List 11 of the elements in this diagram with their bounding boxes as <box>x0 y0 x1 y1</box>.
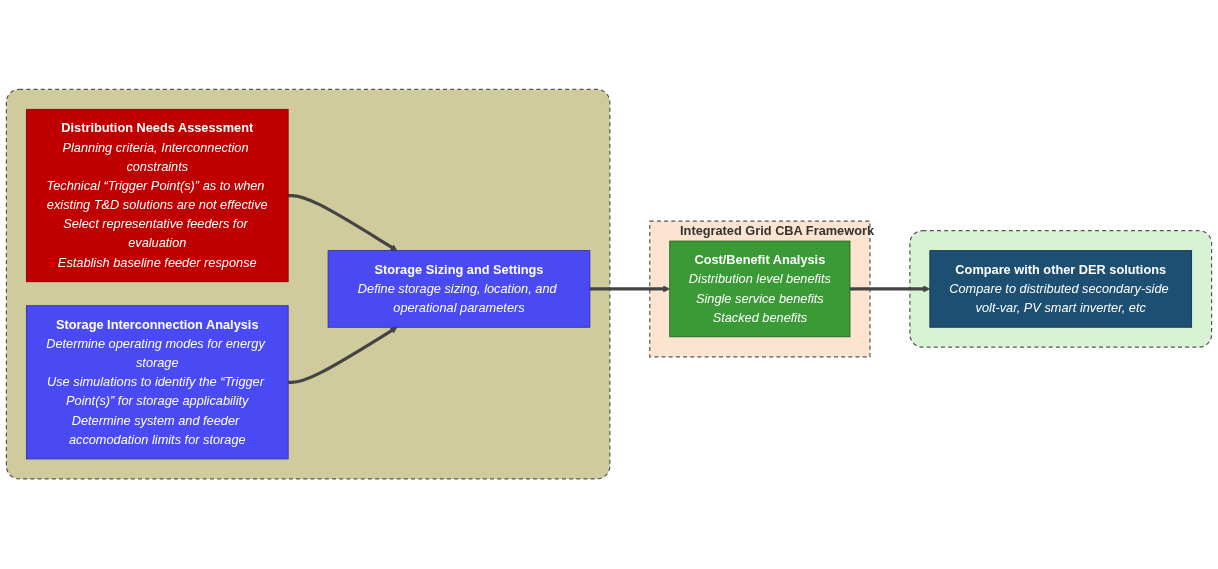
arrow <box>288 327 398 385</box>
node-box: Storage Sizing and Settings Define storage sizing, location, and operational parameters <box>327 250 591 328</box>
cluster <box>909 230 1213 349</box>
node-box: Distribution Needs Assessment Planning criteria, Interconnection constraints Technical “Trigger Point(s)” as to when existing T&D solutions are not effective Select representative feeders for evaluation Establish baseline feeder response <box>25 109 289 283</box>
node-box: Compare with other DER solutions Compare to distributed secondary-side volt-var, PV smart inverter, etc <box>929 250 1193 328</box>
arrow <box>288 194 398 252</box>
arrow <box>589 285 671 293</box>
node-box: Cost/Benefit Analysis Distribution level benefits Single service benefits Stacked benefits <box>669 241 851 338</box>
cluster <box>5 89 611 480</box>
node-box: Storage Interconnection Analysis Determine operating modes for energy storage Use simulations to identify the “Trigger Point(s)” for storage applicability Determine system and feeder accomodation limits for storage <box>25 305 289 460</box>
arrow <box>850 285 931 293</box>
